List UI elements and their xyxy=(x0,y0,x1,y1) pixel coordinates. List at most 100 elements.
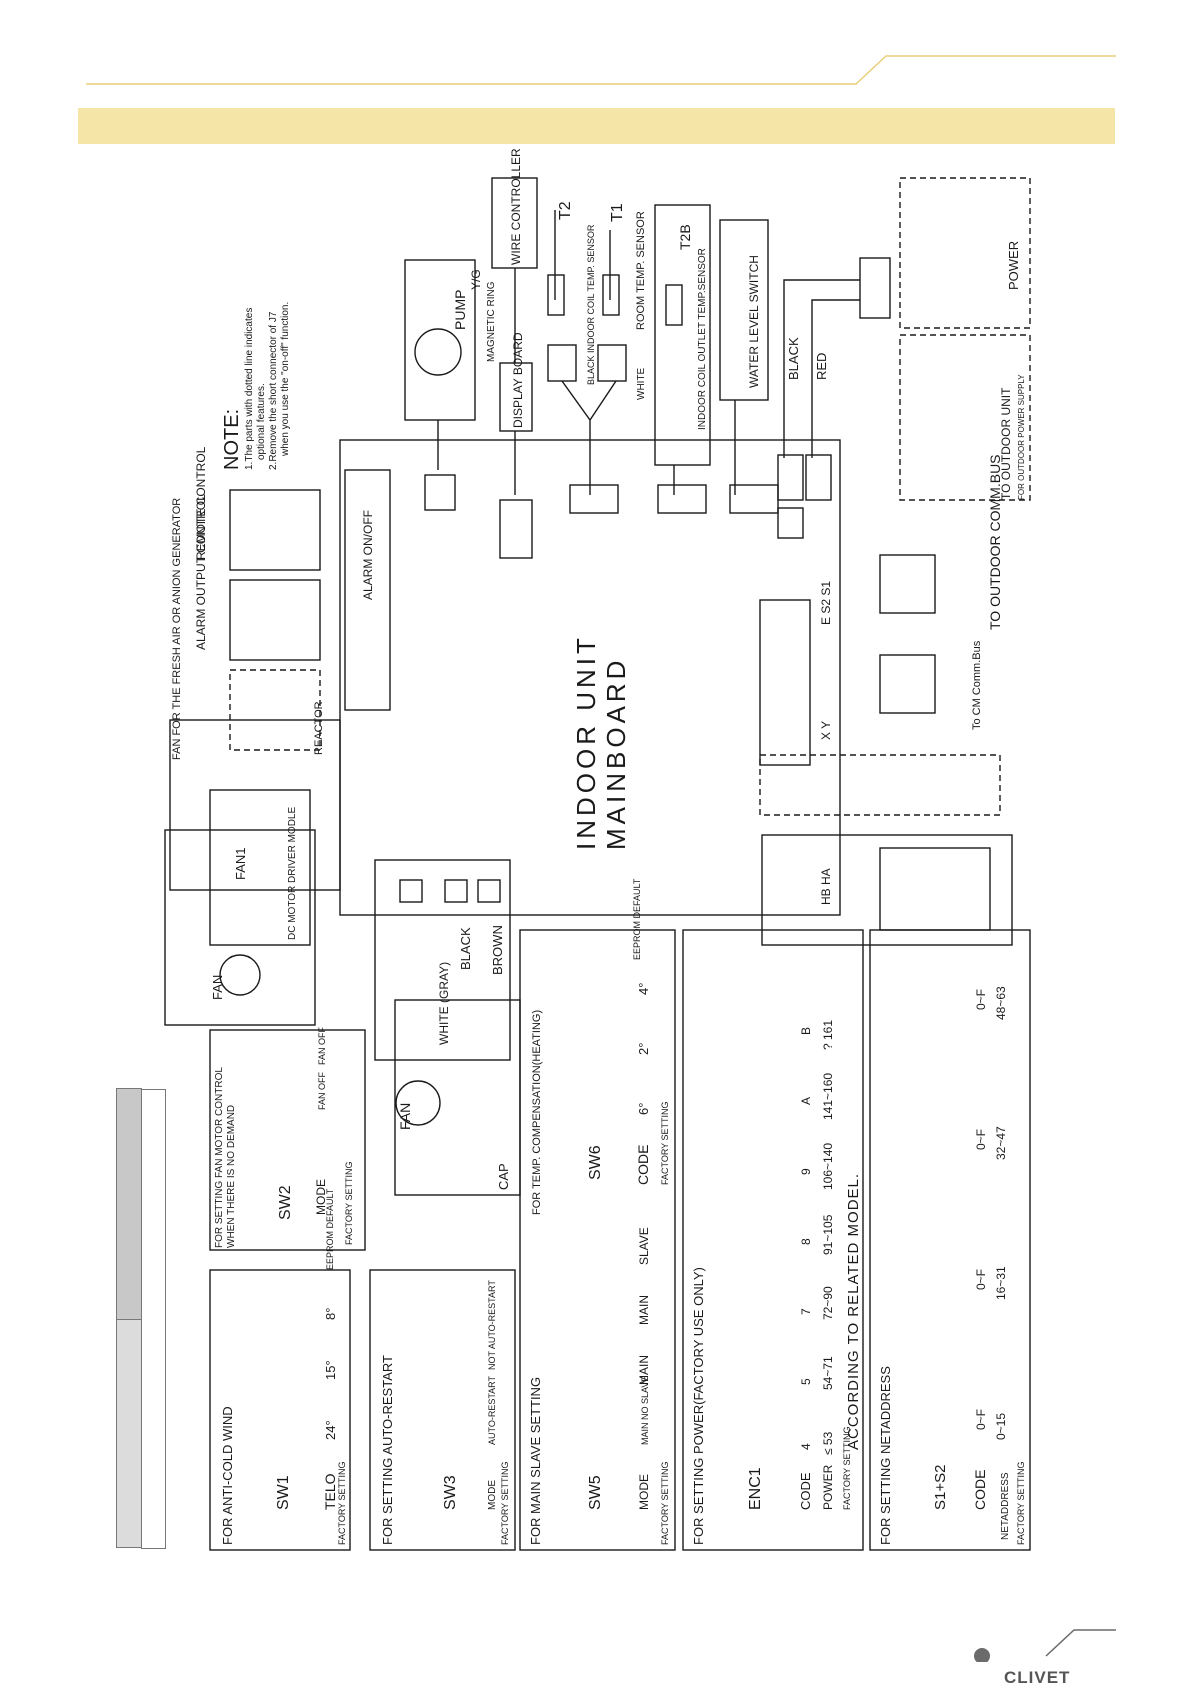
svg-text:CODE: CODE xyxy=(635,1145,651,1185)
svg-text:32~47: 32~47 xyxy=(994,1126,1008,1160)
svg-text:MAIN: MAIN xyxy=(637,1355,651,1385)
svg-text:BLACK INDOOR COIL TEMP. SENSOR: BLACK INDOOR COIL TEMP. SENSOR xyxy=(586,224,596,385)
svg-text:91~105: 91~105 xyxy=(821,1214,835,1255)
svg-text:≤ 53: ≤ 53 xyxy=(821,1431,835,1455)
svg-text:FAN OFF: FAN OFF xyxy=(317,1026,327,1065)
wire-controller-bottom xyxy=(879,847,991,931)
svg-text:? 161: ? 161 xyxy=(821,1020,835,1050)
svg-text:BLACK: BLACK xyxy=(458,927,473,970)
svg-text:SW6: SW6 xyxy=(587,1145,604,1180)
cn45-box xyxy=(761,834,1013,946)
svg-text:EEPROM DEFAULT: EEPROM DEFAULT xyxy=(325,1188,335,1270)
svg-text:FACTORY SETTING: FACTORY SETTING xyxy=(500,1461,510,1545)
auto-restart-table xyxy=(369,1269,516,1551)
svg-text:WHEN THERE IS NO DEMAND: WHEN THERE IS NO DEMAND xyxy=(226,1105,237,1248)
svg-text:WHITE: WHITE xyxy=(636,367,647,400)
fan-motor-table xyxy=(209,1029,366,1251)
pump-motor xyxy=(414,328,462,376)
svg-text:TO OUTDOOR UNIT: TO OUTDOOR UNIT xyxy=(999,387,1013,500)
svg-text:1.The parts with dotted line i: 1.The parts with dotted line indicates xyxy=(244,308,255,470)
svg-text:INDOOR COIL OUTLET TEMP.SENSOR: INDOOR COIL OUTLET TEMP.SENSOR xyxy=(697,248,708,430)
svg-text:FOR SETTING NETADDRESS: FOR SETTING NETADDRESS xyxy=(878,1366,893,1545)
svg-text:0~F: 0~F xyxy=(974,1269,988,1290)
svg-text:optional features.: optional features. xyxy=(256,383,267,460)
svg-text:SW5: SW5 xyxy=(587,1475,604,1510)
svg-text:NETADDRESS: NETADDRESS xyxy=(1000,1472,1011,1540)
cn40-box xyxy=(759,754,1001,816)
svg-text:CODE: CODE xyxy=(798,1472,813,1510)
svg-text:FACTORY SETTING: FACTORY SETTING xyxy=(344,1161,354,1245)
fan-motor xyxy=(219,954,261,996)
svg-text:8: 8 xyxy=(799,1238,813,1245)
clivet-logo-icon xyxy=(974,1648,990,1662)
svg-text:ACCORDING TO RELATED MODEL.: ACCORDING TO RELATED MODEL. xyxy=(845,1173,862,1450)
svg-text:SW3: SW3 xyxy=(442,1475,459,1510)
svg-text:HB HA: HB HA xyxy=(819,868,833,905)
svg-text:7: 7 xyxy=(799,1308,813,1315)
water-level-switch xyxy=(719,219,769,401)
display-board-box xyxy=(499,362,533,432)
svg-text:8°: 8° xyxy=(323,1308,338,1320)
svg-text:FAN1: FAN1 xyxy=(233,847,248,880)
svg-text:FOR SETTING POWER(FACTORY USE: FOR SETTING POWER(FACTORY USE ONLY) xyxy=(691,1267,706,1545)
svg-text:FOR TEMP. COMPENSATION(HEATING: FOR TEMP. COMPENSATION(HEATING) xyxy=(531,1010,543,1215)
svg-text:DC MOTOR DRIVER MODLE: DC MOTOR DRIVER MODLE xyxy=(287,807,298,940)
netaddress-table xyxy=(869,929,1031,1551)
svg-text:A: A xyxy=(799,1097,813,1105)
svg-text:when you use the "on-off" func: when you use the "on-off" function. xyxy=(280,302,291,457)
mainboard-label: INDOOR UNIT MAINBOARD xyxy=(571,634,631,850)
svg-text:4: 4 xyxy=(799,1443,813,1450)
svg-text:4°: 4° xyxy=(636,983,651,995)
main-slave-temp-table xyxy=(519,929,676,1551)
note-block: NOTE: 1.The parts with dotted line indic… xyxy=(221,302,291,470)
svg-text:FOR SETTING AUTO-RESTART: FOR SETTING AUTO-RESTART xyxy=(380,1355,395,1545)
header-rule xyxy=(86,55,1116,85)
reactor-region xyxy=(169,719,341,891)
power-table xyxy=(682,929,864,1551)
svg-text:9: 9 xyxy=(799,1168,813,1175)
svg-text:54~71: 54~71 xyxy=(821,1356,835,1390)
svg-text:TO OUTDOOR COMM.BUS: TO OUTDOOR COMM.BUS xyxy=(987,454,1003,630)
svg-text:CODE: CODE xyxy=(972,1470,988,1510)
svg-text:WIRE CONTROLLER: WIRE CONTROLLER xyxy=(509,148,523,265)
svg-text:MAGNETIC RING: MAGNETIC RING xyxy=(486,281,497,362)
svg-text:SW2: SW2 xyxy=(277,1185,294,1220)
svg-text:15°: 15° xyxy=(323,1360,338,1380)
svg-text:0~F: 0~F xyxy=(974,989,988,1010)
svg-text:5: 5 xyxy=(799,1378,813,1385)
svg-text:MODE: MODE xyxy=(637,1474,651,1510)
svg-text:ENC1: ENC1 xyxy=(747,1467,764,1510)
remote-control-box xyxy=(229,489,321,571)
svg-text:FOR ANTI-COLD WIND: FOR ANTI-COLD WIND xyxy=(220,1406,235,1545)
svg-text:ALARM ON/OFF: ALARM ON/OFF xyxy=(361,510,375,600)
pump-label: PUMP xyxy=(452,290,468,330)
t1-sensor xyxy=(602,274,620,316)
fan-motor-2 xyxy=(395,1080,441,1126)
svg-text:REACTOR: REACTOR xyxy=(313,701,325,755)
svg-text:ALARM OUTPUT CONTROL: ALARM OUTPUT CONTROL xyxy=(194,494,208,650)
svg-text:FOR SETTING FAN MOTOR CONTROL: FOR SETTING FAN MOTOR CONTROL xyxy=(214,1067,225,1248)
svg-text:INDOOR UNIT: INDOOR UNIT xyxy=(571,634,601,850)
svg-text:T2: T2 xyxy=(557,201,574,220)
svg-text:RED: RED xyxy=(814,353,829,380)
svg-text:ROOM TEMP. SENSOR: ROOM TEMP. SENSOR xyxy=(635,211,647,330)
svg-text:MODE: MODE xyxy=(487,1480,498,1510)
svg-text:FOR MAIN SLAVE SETTING: FOR MAIN SLAVE SETTING xyxy=(528,1377,543,1545)
anti-cold-table xyxy=(209,1269,351,1551)
dc-motor-driver xyxy=(209,789,311,946)
t2b-box xyxy=(654,204,711,466)
svg-text:E S2 S1: E S2 S1 xyxy=(819,581,833,625)
svg-text:FAN: FAN xyxy=(397,1103,413,1130)
svg-text:72~90: 72~90 xyxy=(821,1286,835,1320)
svg-text:FOR OUTDOOR POWER SUPPLY: FOR OUTDOOR POWER SUPPLY xyxy=(1017,374,1026,500)
cn20-cn9-terminals xyxy=(759,599,811,766)
fresh-air-box xyxy=(229,669,321,751)
svg-text:0~F: 0~F xyxy=(974,1129,988,1150)
svg-text:NOTE:: NOTE: xyxy=(221,409,243,470)
svg-text:MODE: MODE xyxy=(314,1179,328,1215)
svg-text:106~140: 106~140 xyxy=(821,1143,835,1190)
svg-text:FAN FOR THE FRESH AIR OR ANION: FAN FOR THE FRESH AIR OR ANION GENERATOR xyxy=(171,498,183,760)
svg-text:FACTORY SETTING: FACTORY SETTING xyxy=(842,1426,852,1510)
svg-text:48~63: 48~63 xyxy=(994,986,1008,1020)
svg-text:6°: 6° xyxy=(636,1103,651,1115)
